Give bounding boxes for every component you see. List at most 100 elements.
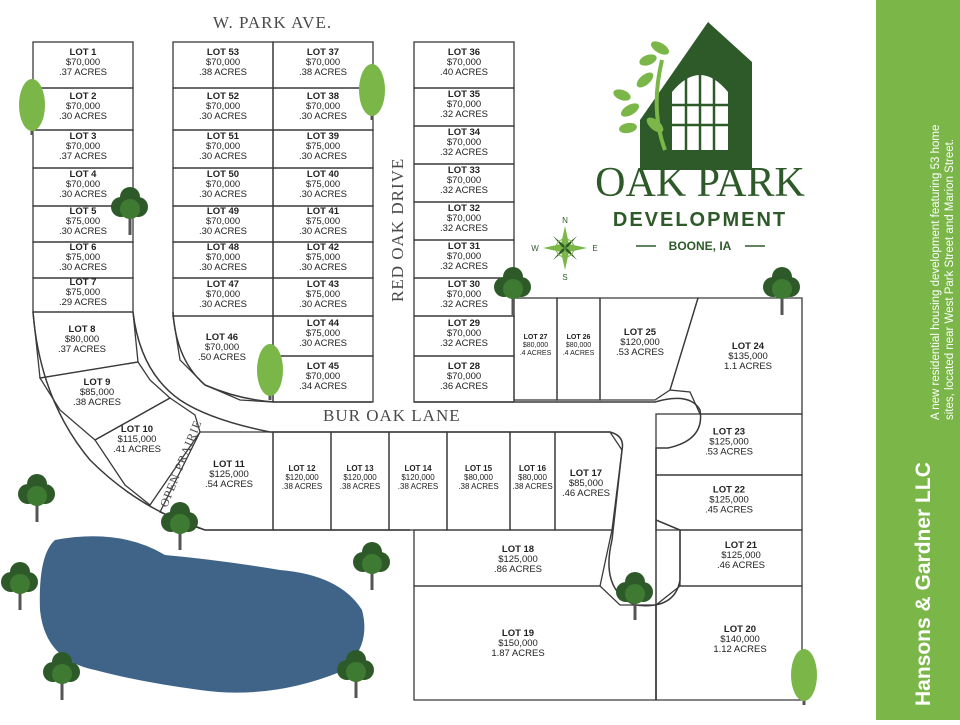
lot-11[interactable]: LOT 11$125,000.54 ACRES	[159, 431, 274, 531]
lot-22[interactable]: LOT 22$125,000.45 ACRES	[655, 474, 803, 531]
lot-number: LOT 47	[207, 279, 239, 290]
lot-17[interactable]: LOT 17$85,000.46 ACRES	[554, 431, 623, 531]
lot-45[interactable]: LOT 45$70,000.34 ACRES	[272, 355, 374, 403]
lot-8[interactable]: LOT 8$80,000.37 ACRES	[32, 311, 139, 379]
lot-price: $80,000	[566, 342, 591, 349]
lot-acres: .30 ACRES	[299, 151, 347, 162]
lot-acres: .53 ACRES	[705, 447, 753, 458]
lot-27[interactable]: LOT 27$80,000.4 ACRES	[513, 297, 558, 401]
lot-price: $70,000	[306, 57, 340, 68]
lot-42[interactable]: LOT 42$75,000.30 ACRES	[272, 241, 374, 279]
lot-acres: .38 ACRES	[73, 397, 121, 408]
lot-number: LOT 43	[307, 279, 339, 290]
lot-6[interactable]: LOT 6$75,000.30 ACRES	[32, 241, 134, 279]
lot-1[interactable]: LOT 1$70,000.37 ACRES	[32, 41, 134, 89]
lot-21[interactable]: LOT 21$125,000.46 ACRES	[679, 529, 803, 587]
lot-number: LOT 32	[448, 203, 480, 214]
lot-price: $120,000	[343, 473, 377, 482]
street-park-ave: W. PARK AVE.	[213, 13, 332, 32]
tree-icon	[791, 649, 817, 705]
lot-14[interactable]: LOT 14$120,000.38 ACRES	[388, 431, 448, 531]
lot-price: $85,000	[569, 478, 603, 489]
lot-number: LOT 48	[207, 242, 239, 253]
lot-price: $75,000	[306, 141, 340, 152]
lot-43[interactable]: LOT 43$75,000.30 ACRES	[272, 277, 374, 317]
lot-28[interactable]: LOT 28$70,000.36 ACRES	[413, 355, 515, 403]
lot-40[interactable]: LOT 40$75,000.30 ACRES	[272, 167, 374, 207]
lot-price: $125,000	[498, 554, 538, 565]
tree-icon	[359, 64, 385, 120]
lot-36[interactable]: LOT 36$70,000.40 ACRES	[413, 41, 515, 89]
lot-acres: .40 ACRES	[440, 67, 488, 78]
lot-33[interactable]: LOT 33$70,000.32 ACRES	[413, 163, 515, 203]
lot-47[interactable]: LOT 47$70,000.30 ACRES	[172, 277, 274, 317]
street-bur-oak: BUR OAK LANE	[323, 406, 461, 425]
lot-price: $70,000	[447, 137, 481, 148]
lot-13[interactable]: LOT 13$120,000.38 ACRES	[330, 431, 390, 531]
lot-46[interactable]: LOT 46$70,000.50 ACRES	[172, 315, 274, 403]
compass-rose-icon: N S E W	[531, 216, 597, 282]
lot-number: LOT 49	[207, 206, 239, 217]
lot-boundary	[556, 297, 601, 401]
lot-50[interactable]: LOT 50$70,000.30 ACRES	[172, 167, 274, 207]
lot-16[interactable]: LOT 16$80,000.38 ACRES	[509, 431, 556, 531]
lot-37[interactable]: LOT 37$70,000.38 ACRES	[272, 41, 374, 89]
lot-26[interactable]: LOT 26$80,000.4 ACRES	[556, 297, 601, 401]
lot-price: $70,000	[447, 213, 481, 224]
lot-number: LOT 11	[213, 459, 245, 470]
lot-acres: .30 ACRES	[199, 151, 247, 162]
lot-price: $70,000	[447, 328, 481, 339]
lot-35[interactable]: LOT 35$70,000.32 ACRES	[413, 87, 515, 127]
lot-38[interactable]: LOT 38$70,000.30 ACRES	[272, 87, 374, 131]
lot-number: LOT 53	[207, 47, 239, 58]
lot-51[interactable]: LOT 51$70,000.30 ACRES	[172, 129, 274, 169]
lot-number: LOT 24	[732, 341, 765, 352]
lot-18[interactable]: LOT 18$125,000.86 ACRES	[413, 529, 613, 587]
lot-acres: .30 ACRES	[59, 262, 107, 273]
lot-7[interactable]: LOT 7$75,000.29 ACRES	[32, 277, 134, 313]
lot-number: LOT 51	[207, 131, 240, 142]
lot-48[interactable]: LOT 48$70,000.30 ACRES	[172, 241, 274, 279]
lot-acres: .30 ACRES	[299, 299, 347, 310]
lot-34[interactable]: LOT 34$70,000.32 ACRES	[413, 125, 515, 165]
lot-2[interactable]: LOT 2$70,000.30 ACRES	[32, 87, 134, 131]
lot-acres: .32 ACRES	[440, 147, 488, 158]
lot-44[interactable]: LOT 44$75,000.30 ACRES	[272, 315, 374, 357]
lot-53[interactable]: LOT 53$70,000.38 ACRES	[172, 41, 274, 89]
lot-15[interactable]: LOT 15$80,000.38 ACRES	[446, 431, 511, 531]
lot-number: LOT 8	[69, 324, 96, 335]
lot-31[interactable]: LOT 31$70,000.32 ACRES	[413, 239, 515, 279]
lot-acres: .86 ACRES	[494, 564, 542, 575]
lot-39[interactable]: LOT 39$75,000.30 ACRES	[272, 129, 374, 169]
lot-acres: .30 ACRES	[299, 111, 347, 122]
lot-price: $70,000	[206, 57, 240, 68]
lot-acres: .32 ACRES	[440, 109, 488, 120]
lot-number: LOT 14	[404, 464, 432, 473]
lot-acres: .30 ACRES	[299, 226, 347, 237]
lot-number: LOT 46	[206, 332, 238, 343]
lot-29[interactable]: LOT 29$70,000.32 ACRES	[413, 315, 515, 357]
lot-price: $75,000	[306, 179, 340, 190]
lot-number: LOT 35	[448, 89, 481, 100]
lot-acres: .46 ACRES	[562, 488, 610, 499]
lot-acres: .50 ACRES	[198, 352, 246, 363]
lot-52[interactable]: LOT 52$70,000.30 ACRES	[172, 87, 274, 131]
tree-icon	[337, 650, 374, 698]
lot-price: $75,000	[66, 216, 100, 227]
lot-25[interactable]: LOT 25$120,000.53 ACRES	[599, 297, 699, 401]
lot-3[interactable]: LOT 3$70,000.37 ACRES	[32, 129, 134, 169]
lot-price: $120,000	[285, 473, 319, 482]
lot-49[interactable]: LOT 49$70,000.30 ACRES	[172, 205, 274, 243]
lot-41[interactable]: LOT 41$75,000.30 ACRES	[272, 205, 374, 243]
lot-number: LOT 27	[524, 334, 548, 341]
lot-number: LOT 29	[448, 318, 480, 329]
lot-acres: 1.12 ACRES	[713, 644, 766, 655]
lot-12[interactable]: LOT 12$120,000.38 ACRES	[272, 431, 332, 531]
lot-number: LOT 16	[519, 464, 547, 473]
lot-32[interactable]: LOT 32$70,000.32 ACRES	[413, 201, 515, 241]
lot-number: LOT 26	[567, 334, 591, 341]
lot-acres: .30 ACRES	[199, 262, 247, 273]
